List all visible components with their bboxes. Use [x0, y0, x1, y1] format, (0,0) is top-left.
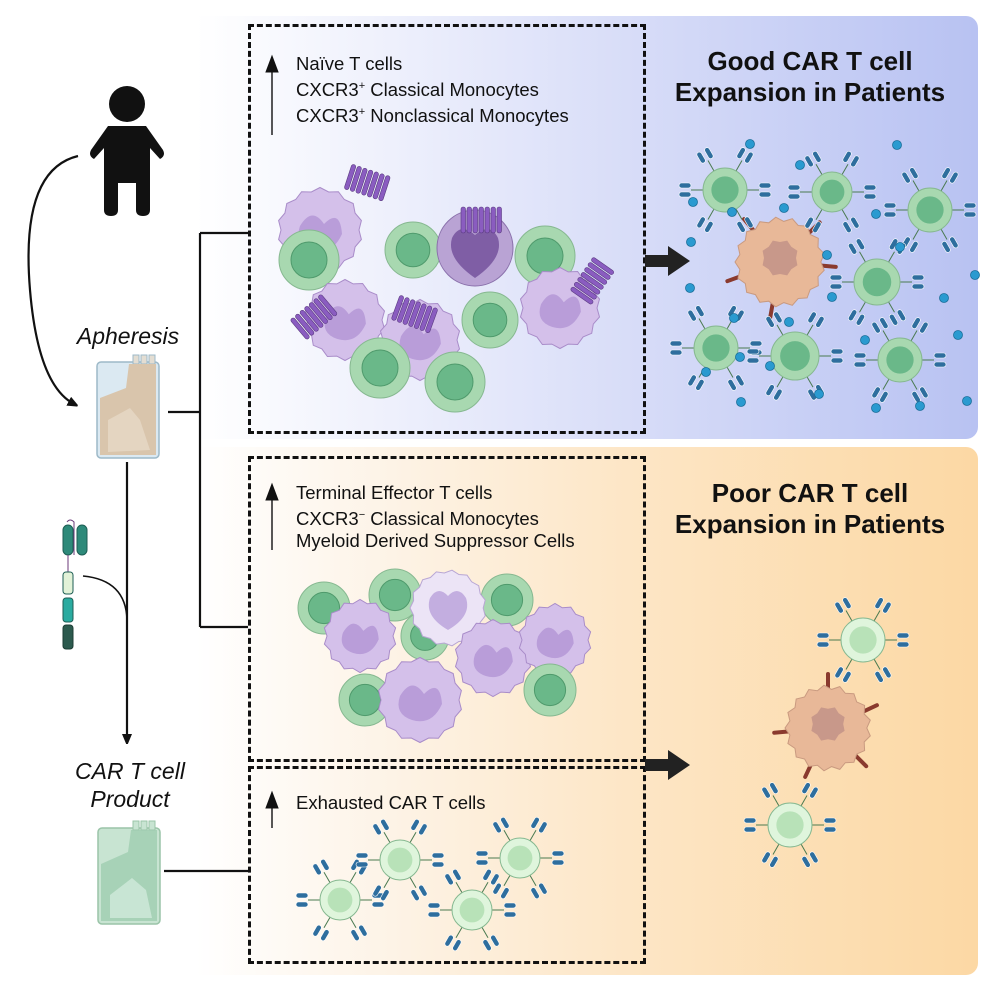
- cell-list-item: CXCR3− Classical Monocytes: [296, 508, 539, 530]
- cytokine: [795, 160, 805, 170]
- car-t-cell: [669, 305, 763, 391]
- apheresis-bag-icon: [96, 354, 160, 459]
- monocyte: [454, 618, 532, 698]
- mdsc-granulocyte: [409, 569, 486, 647]
- cytokine: [895, 242, 905, 252]
- cytokine: [735, 352, 745, 362]
- cytokine: [765, 361, 775, 371]
- t-cell: [461, 291, 519, 349]
- car-t-cell: [475, 817, 565, 899]
- person-icon: [90, 86, 164, 216]
- cytokine: [729, 313, 739, 323]
- monocyte: [518, 602, 592, 678]
- cytokine: [970, 270, 980, 280]
- cell-list-item: CXCR3+ Classical Monocytes: [296, 79, 539, 101]
- exhausted-product-box: [248, 766, 646, 964]
- cytokine: [745, 139, 755, 149]
- cytokine: [871, 209, 881, 219]
- car-t-cell: [787, 151, 877, 233]
- good-panel-title: Good CAR T cell Expansion in Patients: [640, 46, 980, 108]
- good-apheresis-box: [248, 24, 646, 434]
- cytokine: [827, 292, 837, 302]
- cytokine: [915, 401, 925, 411]
- car-t-cell: [355, 819, 445, 901]
- good-title-line1: Good CAR T cell: [707, 46, 913, 76]
- product-bag-icon: [97, 820, 161, 925]
- poor-title-line2: Expansion in Patients: [674, 509, 946, 539]
- product-label: CAR T cell Product: [75, 758, 185, 812]
- cytokine: [686, 237, 696, 247]
- cxcr3-receptor-icon: [570, 257, 614, 305]
- t-cell: [523, 663, 577, 717]
- cytokine: [685, 283, 695, 293]
- cytokine: [892, 140, 902, 150]
- cytokine: [962, 396, 972, 406]
- cytokine: [727, 207, 737, 217]
- t-cell: [349, 337, 411, 399]
- car-t-cell: [853, 317, 947, 403]
- poor-title-line1: Poor CAR T cell: [711, 478, 909, 508]
- car-construct-icon: [62, 519, 88, 650]
- collection-arrow: [27, 154, 78, 404]
- poor-apheresis-box: [248, 456, 646, 762]
- good-box-cell-list: Naïve T cells CXCR3+ Classical Monocytes…: [296, 53, 569, 127]
- tumor-cell: [772, 672, 879, 779]
- cytokine: [822, 250, 832, 260]
- car-t-cell: [746, 311, 844, 401]
- car-t-cell: [678, 147, 772, 233]
- poor-panel-title: Poor CAR T cell Expansion in Patients: [640, 478, 980, 540]
- cytokine: [814, 389, 824, 399]
- car-t-cell: [295, 859, 385, 941]
- cell-list-item: Terminal Effector T cells: [296, 482, 493, 503]
- apheresis-label: Apheresis: [76, 323, 180, 349]
- t-cell: [278, 229, 340, 291]
- cytokine: [953, 330, 963, 340]
- t-cell: [424, 351, 486, 413]
- car-t-cell: [743, 782, 837, 868]
- cell-list-item: Exhausted CAR T cells: [296, 792, 486, 813]
- monocyte: [519, 257, 614, 350]
- cytokine: [736, 397, 746, 407]
- cytokine: [939, 293, 949, 303]
- cytokine: [701, 367, 711, 377]
- car-t-cell: [427, 869, 517, 951]
- cytokine: [779, 203, 789, 213]
- car-t-cell: [883, 167, 977, 253]
- car-t-cell: [816, 597, 910, 683]
- cells-layer: [278, 139, 980, 951]
- cell-list-item: CXCR3+ Nonclassical Monocytes: [296, 105, 569, 127]
- cell-list-item: Naïve T cells: [296, 53, 403, 74]
- cxcr3-receptor-icon: [391, 295, 438, 333]
- cytokine: [784, 317, 794, 327]
- good-title-line2: Expansion in Patients: [674, 77, 946, 107]
- bracket-connectors: [164, 231, 248, 873]
- poor-box-cell-list: Terminal Effector T cells CXCR3− Classic…: [296, 482, 575, 552]
- cell-list-item: Myeloid Derived Suppressor Cells: [296, 530, 575, 552]
- car-t-cell: [829, 238, 925, 326]
- mdsc-granulocyte: [436, 206, 514, 287]
- increase-arrows: [265, 54, 279, 828]
- monocyte: [323, 598, 397, 674]
- cxcr3-receptor-icon: [290, 294, 338, 340]
- monocyte: [290, 278, 386, 362]
- product-box-cell-list: Exhausted CAR T cells: [296, 792, 486, 814]
- outcome-arrows: [645, 246, 690, 780]
- t-cell: [368, 568, 422, 622]
- cytokine: [688, 197, 698, 207]
- t-cell: [480, 573, 534, 627]
- cxcr3-receptor-icon: [344, 164, 391, 201]
- cytokine: [871, 403, 881, 413]
- monocyte: [378, 656, 462, 744]
- t-cell: [384, 221, 442, 279]
- cytokine: [860, 335, 870, 345]
